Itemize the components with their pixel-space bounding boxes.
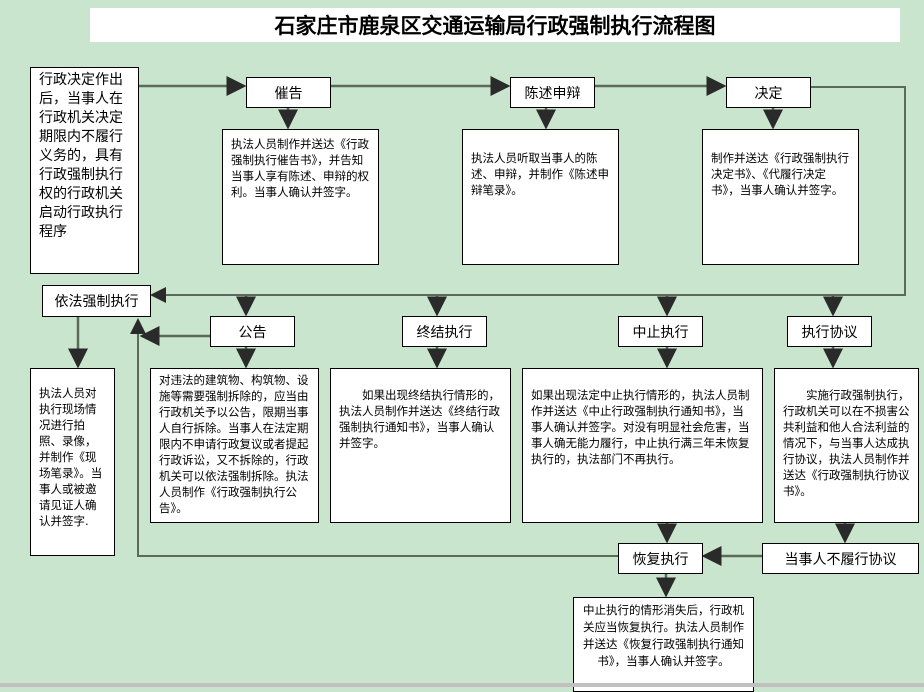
desc-huifu: 中止执行的情形消失后，行政机关应当恢复执行。执法人员制作并送达《恢复行政强制执行… [573, 597, 754, 692]
step-zhongjie: 终结执行 [402, 316, 487, 347]
step-yifa: 依法强制执行 [42, 285, 151, 317]
desc-chenshu: 执法人员听取当事人的陈述、申辩，并制作《陈述申辩笔录》。 [462, 129, 619, 265]
desc-yifa: 执法人员对执行现场情况进行拍照、录像，并制作《现场笔录》。当事人或被邀请见证人确… [30, 368, 115, 556]
bottom-bar [0, 683, 924, 687]
desc-jueding: 制作并送达《行政强制执行决定书》、《代履行决定书》，当事人确认并签字。 [702, 129, 859, 265]
page-title: 石家庄市鹿泉区交通运输局行政强制执行流程图 [90, 8, 900, 42]
step-gonggao: 公告 [210, 316, 295, 347]
step-buluxing: 当事人不履行协议 [762, 543, 919, 574]
step-chenshu: 陈述申辩 [510, 77, 595, 108]
desc-zhongjie: 如果出现终结执行情形的，执法人员制作并送达《终结行政强制执行通知书》，当事人确认… [330, 368, 511, 523]
desc-xieyi: 实施行政强制执行，行政机关可以在不损害公共利益和他人合法利益的情况下，与当事人达… [774, 368, 919, 523]
desc-gonggao: 对违法的建筑物、构筑物、设施等需要强制拆除的，应当由行政机关予以公告，限期当事人… [150, 368, 319, 523]
step-zhongzhi: 中止执行 [618, 316, 703, 347]
desc-cuigao: 执法人员制作并送达《行政强制执行催告书》，并告知当事人享有陈述、申辩的权利。当事… [222, 129, 379, 265]
step-cuigao: 催告 [246, 77, 331, 108]
desc-zhongzhi: 如果出现法定中止执行情形的，执法人员制作并送达《中止行政强制执行通知书》，当事人… [522, 368, 763, 523]
start-box: 行政决定作出后，当事人在行政机关决定期限内不履行义务的，具有行政强制执行权的行政… [30, 67, 139, 274]
step-huifu: 恢复执行 [618, 543, 703, 574]
step-xieyi: 执行协议 [787, 316, 872, 347]
step-jueding: 决定 [726, 77, 811, 108]
